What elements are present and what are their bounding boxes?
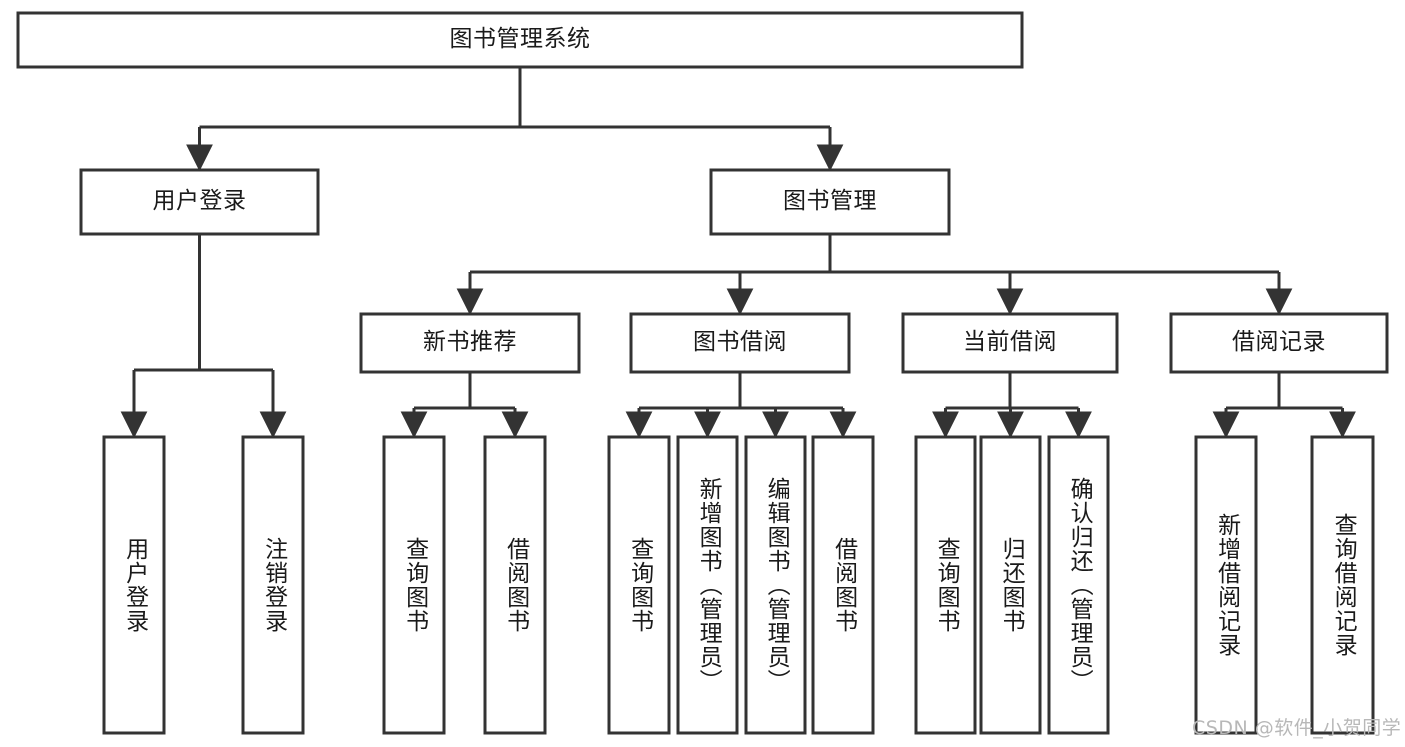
node-box-leaf-add-book[interactable] — [676, 435, 739, 735]
node-box-leaf-logout[interactable] — [241, 435, 305, 735]
node-box-leaf-query-book-2[interactable] — [607, 435, 671, 735]
node-box-current-borrow[interactable] — [901, 312, 1119, 374]
node-box-leaf-borrow-book-2[interactable] — [811, 435, 875, 735]
connector-lines-group — [120, 67, 1356, 439]
node-box-leaf-query-record[interactable] — [1310, 435, 1375, 735]
node-box-leaf-edit-book[interactable] — [744, 435, 807, 735]
node-box-leaf-query-book-1[interactable] — [382, 435, 446, 735]
node-rectangles-group — [16, 11, 1389, 735]
node-box-book-manage[interactable] — [709, 168, 951, 236]
node-box-borrow-record[interactable] — [1169, 312, 1389, 374]
node-box-book-borrow[interactable] — [629, 312, 851, 374]
node-box-new-book-rec[interactable] — [359, 312, 581, 374]
node-box-leaf-add-record[interactable] — [1194, 435, 1258, 735]
node-box-leaf-borrow-book-1[interactable] — [483, 435, 547, 735]
node-box-leaf-query-book-3[interactable] — [914, 435, 977, 735]
node-box-leaf-confirm-return[interactable] — [1047, 435, 1110, 735]
node-box-user-login[interactable] — [79, 168, 320, 236]
node-box-root[interactable] — [16, 11, 1024, 69]
node-box-leaf-user-login[interactable] — [102, 435, 166, 735]
node-box-leaf-return-book[interactable] — [979, 435, 1042, 735]
